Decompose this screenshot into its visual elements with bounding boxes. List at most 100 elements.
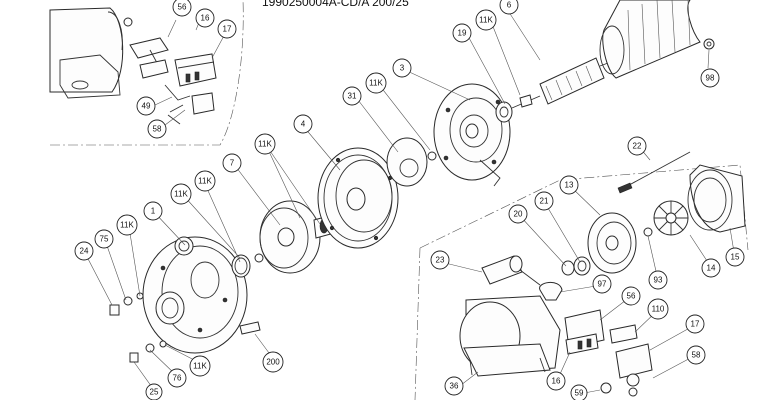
- svg-text:58: 58: [153, 125, 162, 134]
- callout-11k-b: 11K: [365, 72, 387, 94]
- callout-36: 36: [444, 376, 464, 396]
- callout-13: 13: [559, 175, 579, 195]
- callout-17-top: 17: [217, 19, 237, 39]
- callout-56-bottom: 56: [621, 286, 641, 306]
- callout-11k-f: 11K: [116, 214, 138, 236]
- svg-text:24: 24: [80, 247, 89, 256]
- svg-text:59: 59: [575, 389, 584, 398]
- callout-16-bottom: 16: [546, 371, 566, 391]
- callout-20: 20: [508, 204, 528, 224]
- callout-7: 7: [222, 153, 242, 173]
- callout-93: 93: [648, 270, 668, 290]
- rotor-shaft: [511, 57, 617, 109]
- callout-58-top: 58: [147, 119, 167, 139]
- o-ring: [231, 253, 264, 278]
- svg-text:11K: 11K: [120, 221, 134, 230]
- svg-text:200: 200: [266, 358, 280, 367]
- callout-59: 59: [570, 384, 588, 400]
- svg-text:31: 31: [348, 92, 357, 101]
- svg-text:36: 36: [450, 382, 459, 391]
- inset-detail-frame: [50, 0, 244, 146]
- svg-text:21: 21: [540, 197, 549, 206]
- svg-text:7: 7: [230, 159, 235, 168]
- svg-text:11K: 11K: [258, 140, 272, 149]
- svg-text:20: 20: [514, 210, 523, 219]
- callout-1: 1: [143, 201, 163, 221]
- callout-11k-d: 11K: [194, 170, 216, 192]
- svg-text:16: 16: [552, 377, 561, 386]
- svg-text:15: 15: [731, 253, 740, 262]
- pump-small-fittings: [109, 292, 167, 363]
- capacitor-clamp: [539, 282, 563, 301]
- svg-text:13: 13: [565, 181, 574, 190]
- capacitor: [481, 255, 541, 286]
- callout-22: 22: [627, 136, 647, 156]
- svg-text:97: 97: [598, 280, 607, 289]
- callout-3: 3: [392, 58, 412, 78]
- svg-text:14: 14: [707, 264, 716, 273]
- callout-98: 98: [700, 68, 720, 88]
- cooling-fan: [653, 200, 689, 236]
- fan-circlip: [643, 227, 653, 237]
- callout-110: 110: [647, 298, 669, 320]
- callout-19: 19: [452, 23, 472, 43]
- svg-text:23: 23: [436, 256, 445, 265]
- svg-text:16: 16: [201, 14, 210, 23]
- svg-text:4: 4: [301, 120, 306, 129]
- callout-21: 21: [534, 191, 554, 211]
- motor-front-flange: [433, 83, 511, 187]
- callout-76: 76: [167, 368, 187, 388]
- callout-6: 6: [499, 0, 519, 15]
- callout-4: 4: [293, 114, 313, 134]
- callout-58-bottom: 58: [686, 345, 706, 365]
- pump-cover: [317, 147, 399, 249]
- svg-text:19: 19: [458, 29, 467, 38]
- callout-23: 23: [430, 250, 450, 270]
- svg-text:98: 98: [706, 74, 715, 83]
- bearing: [495, 101, 513, 123]
- svg-text:11K: 11K: [174, 190, 188, 199]
- callout-11k-e: 11K: [170, 183, 192, 205]
- callout-11k-top: 11K: [475, 9, 497, 31]
- callout-31: 31: [342, 86, 362, 106]
- motor-rear-flange: [587, 212, 637, 274]
- motor-body: [459, 295, 561, 377]
- motor-stator-housing: [599, 0, 715, 79]
- callout-24: 24: [74, 241, 94, 261]
- wave-washer: [561, 260, 575, 276]
- callout-56-top: 56: [172, 0, 192, 17]
- rear-bearing: [573, 256, 591, 276]
- svg-text:25: 25: [150, 388, 159, 397]
- svg-text:58: 58: [692, 351, 701, 360]
- callout-14: 14: [701, 258, 721, 278]
- callout-25: 25: [145, 383, 163, 400]
- callout-16-top: 16: [195, 8, 215, 28]
- svg-text:56: 56: [627, 292, 636, 301]
- pump-casing: [142, 236, 261, 354]
- fan-cover: [687, 164, 746, 233]
- svg-text:1: 1: [151, 207, 156, 216]
- callout-97: 97: [592, 274, 612, 294]
- svg-text:76: 76: [173, 374, 182, 383]
- svg-text:11K: 11K: [198, 177, 212, 186]
- drawing-number-text: 1990250004A-CD/A 200/25: [262, 0, 409, 9]
- svg-text:110: 110: [652, 305, 665, 314]
- svg-text:22: 22: [633, 142, 642, 151]
- svg-text:3: 3: [400, 64, 405, 73]
- svg-text:6: 6: [507, 1, 512, 10]
- slinger-disc: [386, 137, 437, 187]
- terminal-box: [564, 309, 653, 397]
- callout-75: 75: [94, 229, 114, 249]
- callout-17-bottom: 17: [685, 314, 705, 334]
- impeller: [259, 200, 321, 274]
- svg-text:56: 56: [178, 3, 187, 12]
- svg-text:17: 17: [223, 25, 232, 34]
- callout-11k-g: 11K: [189, 355, 211, 377]
- svg-text:49: 49: [142, 102, 151, 111]
- svg-text:11K: 11K: [369, 79, 383, 88]
- svg-text:93: 93: [654, 276, 663, 285]
- tie-rod: [617, 151, 691, 194]
- callout-11k-c: 11K: [254, 133, 276, 155]
- callout-200: 200: [262, 351, 284, 373]
